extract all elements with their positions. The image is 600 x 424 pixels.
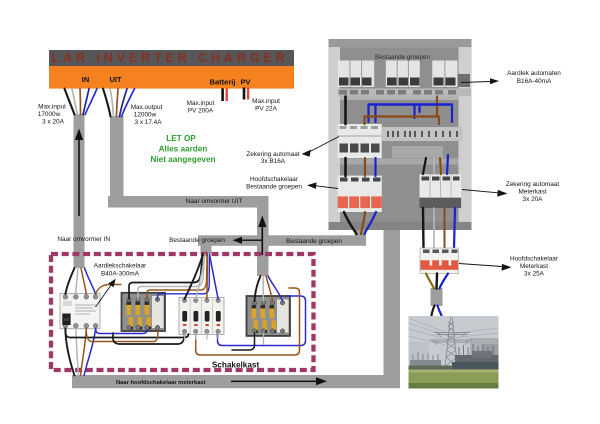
svg-text:Aardlekschakelaar: Aardlekschakelaar (94, 263, 147, 270)
svg-text:3x 25A: 3x 25A (524, 271, 545, 278)
svg-text:Aardlek automaten: Aardlek automaten (507, 70, 561, 77)
svg-text:PV 22A: PV 22A (255, 106, 277, 113)
svg-text:Bestaande groepen: Bestaande groepen (375, 54, 430, 61)
svg-text:PV: PV (240, 78, 250, 87)
svg-text:3 x 17.4A: 3 x 17.4A (134, 119, 162, 126)
svg-text:3 x 20A: 3 x 20A (42, 119, 64, 126)
svg-text:LET OP: LET OP (166, 134, 196, 143)
svg-text:Batterij: Batterij (210, 78, 236, 87)
svg-text:Max.output: Max.output (131, 104, 163, 111)
svg-text:Zekering automaat: Zekering automaat (246, 151, 300, 158)
svg-text:B16A-40mA: B16A-40mA (517, 78, 552, 85)
svg-text:Hoofdschakelaar: Hoofdschakelaar (510, 256, 559, 263)
svg-text:Zekering automaat: Zekering automaat (506, 181, 560, 188)
svg-text:Bestaande groepen: Bestaande groepen (286, 238, 342, 245)
svg-text:Schakelkast: Schakelkast (212, 361, 260, 370)
svg-text:Hoofdschakelaar: Hoofdschakelaar (250, 176, 299, 183)
svg-text:Naar omvormer UIT: Naar omvormer UIT (186, 198, 243, 205)
svg-text:Meterkast: Meterkast (520, 263, 548, 270)
svg-text:Naar omvormer IN: Naar omvormer IN (57, 236, 110, 243)
svg-text:3x 20A: 3x 20A (523, 196, 544, 203)
svg-text:Bestaande groepen: Bestaande groepen (246, 183, 302, 190)
svg-text:LAR INVERTER CHARGER: LAR INVERTER CHARGER (52, 51, 289, 65)
svg-text:B40A-300mA: B40A-300mA (101, 270, 140, 277)
svg-text:Alles aarden: Alles aarden (159, 145, 208, 154)
svg-text:12000w: 12000w (134, 112, 157, 119)
svg-text:IN: IN (82, 75, 90, 84)
svg-text:Bestaande groepen: Bestaande groepen (169, 237, 225, 244)
svg-text:Max.input: Max.input (187, 100, 215, 107)
svg-text:UIT: UIT (109, 75, 122, 84)
svg-text:Max.input: Max.input (252, 98, 280, 105)
svg-text:17000w: 17000w (38, 111, 61, 118)
svg-text:Niet aangegeven: Niet aangegeven (150, 155, 215, 164)
svg-text:3x B16A: 3x B16A (261, 158, 286, 165)
svg-text:PV 200A: PV 200A (188, 107, 214, 114)
svg-text:Max.input: Max.input (38, 104, 66, 111)
svg-text:Meterkast: Meterkast (518, 189, 546, 196)
svg-text:Naar hoofdschakelaar meterkast: Naar hoofdschakelaar meterkast (116, 380, 206, 386)
